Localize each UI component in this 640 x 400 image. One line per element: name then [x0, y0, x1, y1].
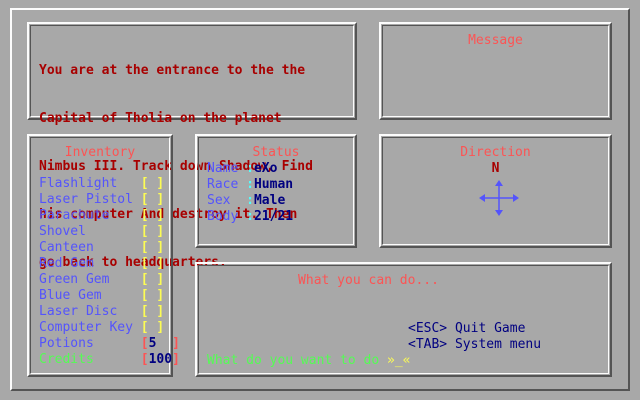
command-prompt[interactable]: What do you want to do »_«: [207, 353, 411, 368]
inventory-potions: Potions [5 ]: [39, 336, 180, 351]
story-panel: You are at the entrance to the the Capit…: [27, 22, 357, 270]
inventory-item-red-gem: Red Gem [ ]: [39, 256, 165, 271]
inventory-item-parachute: Parachute [ ]: [39, 208, 165, 223]
system-menu-command[interactable]: <TAB> System menu: [408, 337, 542, 352]
text-cursor: _: [394, 353, 403, 368]
story-line: Nimbus III. Track down Shadow, Find: [39, 159, 313, 174]
inventory-credits: Credits [100]: [39, 352, 180, 367]
direction-panel: Direction N: [379, 134, 612, 248]
status-title: Status: [252, 145, 300, 160]
inventory-item-computer-key: Computer Key [ ]: [39, 320, 165, 335]
status-race: Race :Human: [207, 177, 294, 192]
inventory-item-canteen: Canteen [ ]: [39, 240, 165, 255]
status-name: Name :eXo: [207, 161, 278, 176]
inventory-item-laser-disc: Laser Disc [ ]: [39, 304, 165, 319]
story-line: go back to headquarters.: [39, 255, 227, 270]
prompt-label: What do you want to do: [207, 353, 388, 368]
inventory-title: Inventory: [64, 145, 136, 160]
actions-title: What you can do...: [298, 273, 439, 288]
quit-game-command[interactable]: <ESC> Quit Game: [408, 321, 526, 336]
status-body: Body :21/21: [207, 209, 294, 224]
status-sex: Sex :Male: [207, 193, 286, 208]
inventory-item-laser-pistol: Laser Pistol [ ]: [39, 192, 165, 207]
story-line: his computer And destroy it. Then: [39, 207, 298, 222]
story-line: Capital of Tholia on the planet: [39, 111, 282, 126]
message-title: Message: [468, 33, 523, 48]
compass-icon[interactable]: [479, 178, 519, 218]
inventory-item-green-gem: Green Gem [ ]: [39, 272, 165, 287]
inventory-item-flashlight: Flashlight [ ]: [39, 176, 165, 191]
inventory-item-blue-gem: Blue Gem [ ]: [39, 288, 165, 303]
game-screen-frame: [10, 8, 630, 391]
direction-heading: N: [491, 161, 500, 176]
actions-panel: What you can do... <ESC> Quit Game <TAB>…: [195, 262, 612, 377]
status-panel: Status Name :eXo Race :Human Sex :Male B…: [195, 134, 357, 248]
message-panel: Message: [379, 22, 612, 120]
story-text: You are at the entrance to the the Capit…: [39, 31, 313, 303]
inventory-item-shovel: Shovel [ ]: [39, 224, 165, 239]
direction-title: Direction: [460, 145, 531, 160]
inventory-panel: Inventory Flashlight [ ] Laser Pistol [ …: [27, 134, 180, 377]
story-line: You are at the entrance to the the: [39, 63, 306, 78]
